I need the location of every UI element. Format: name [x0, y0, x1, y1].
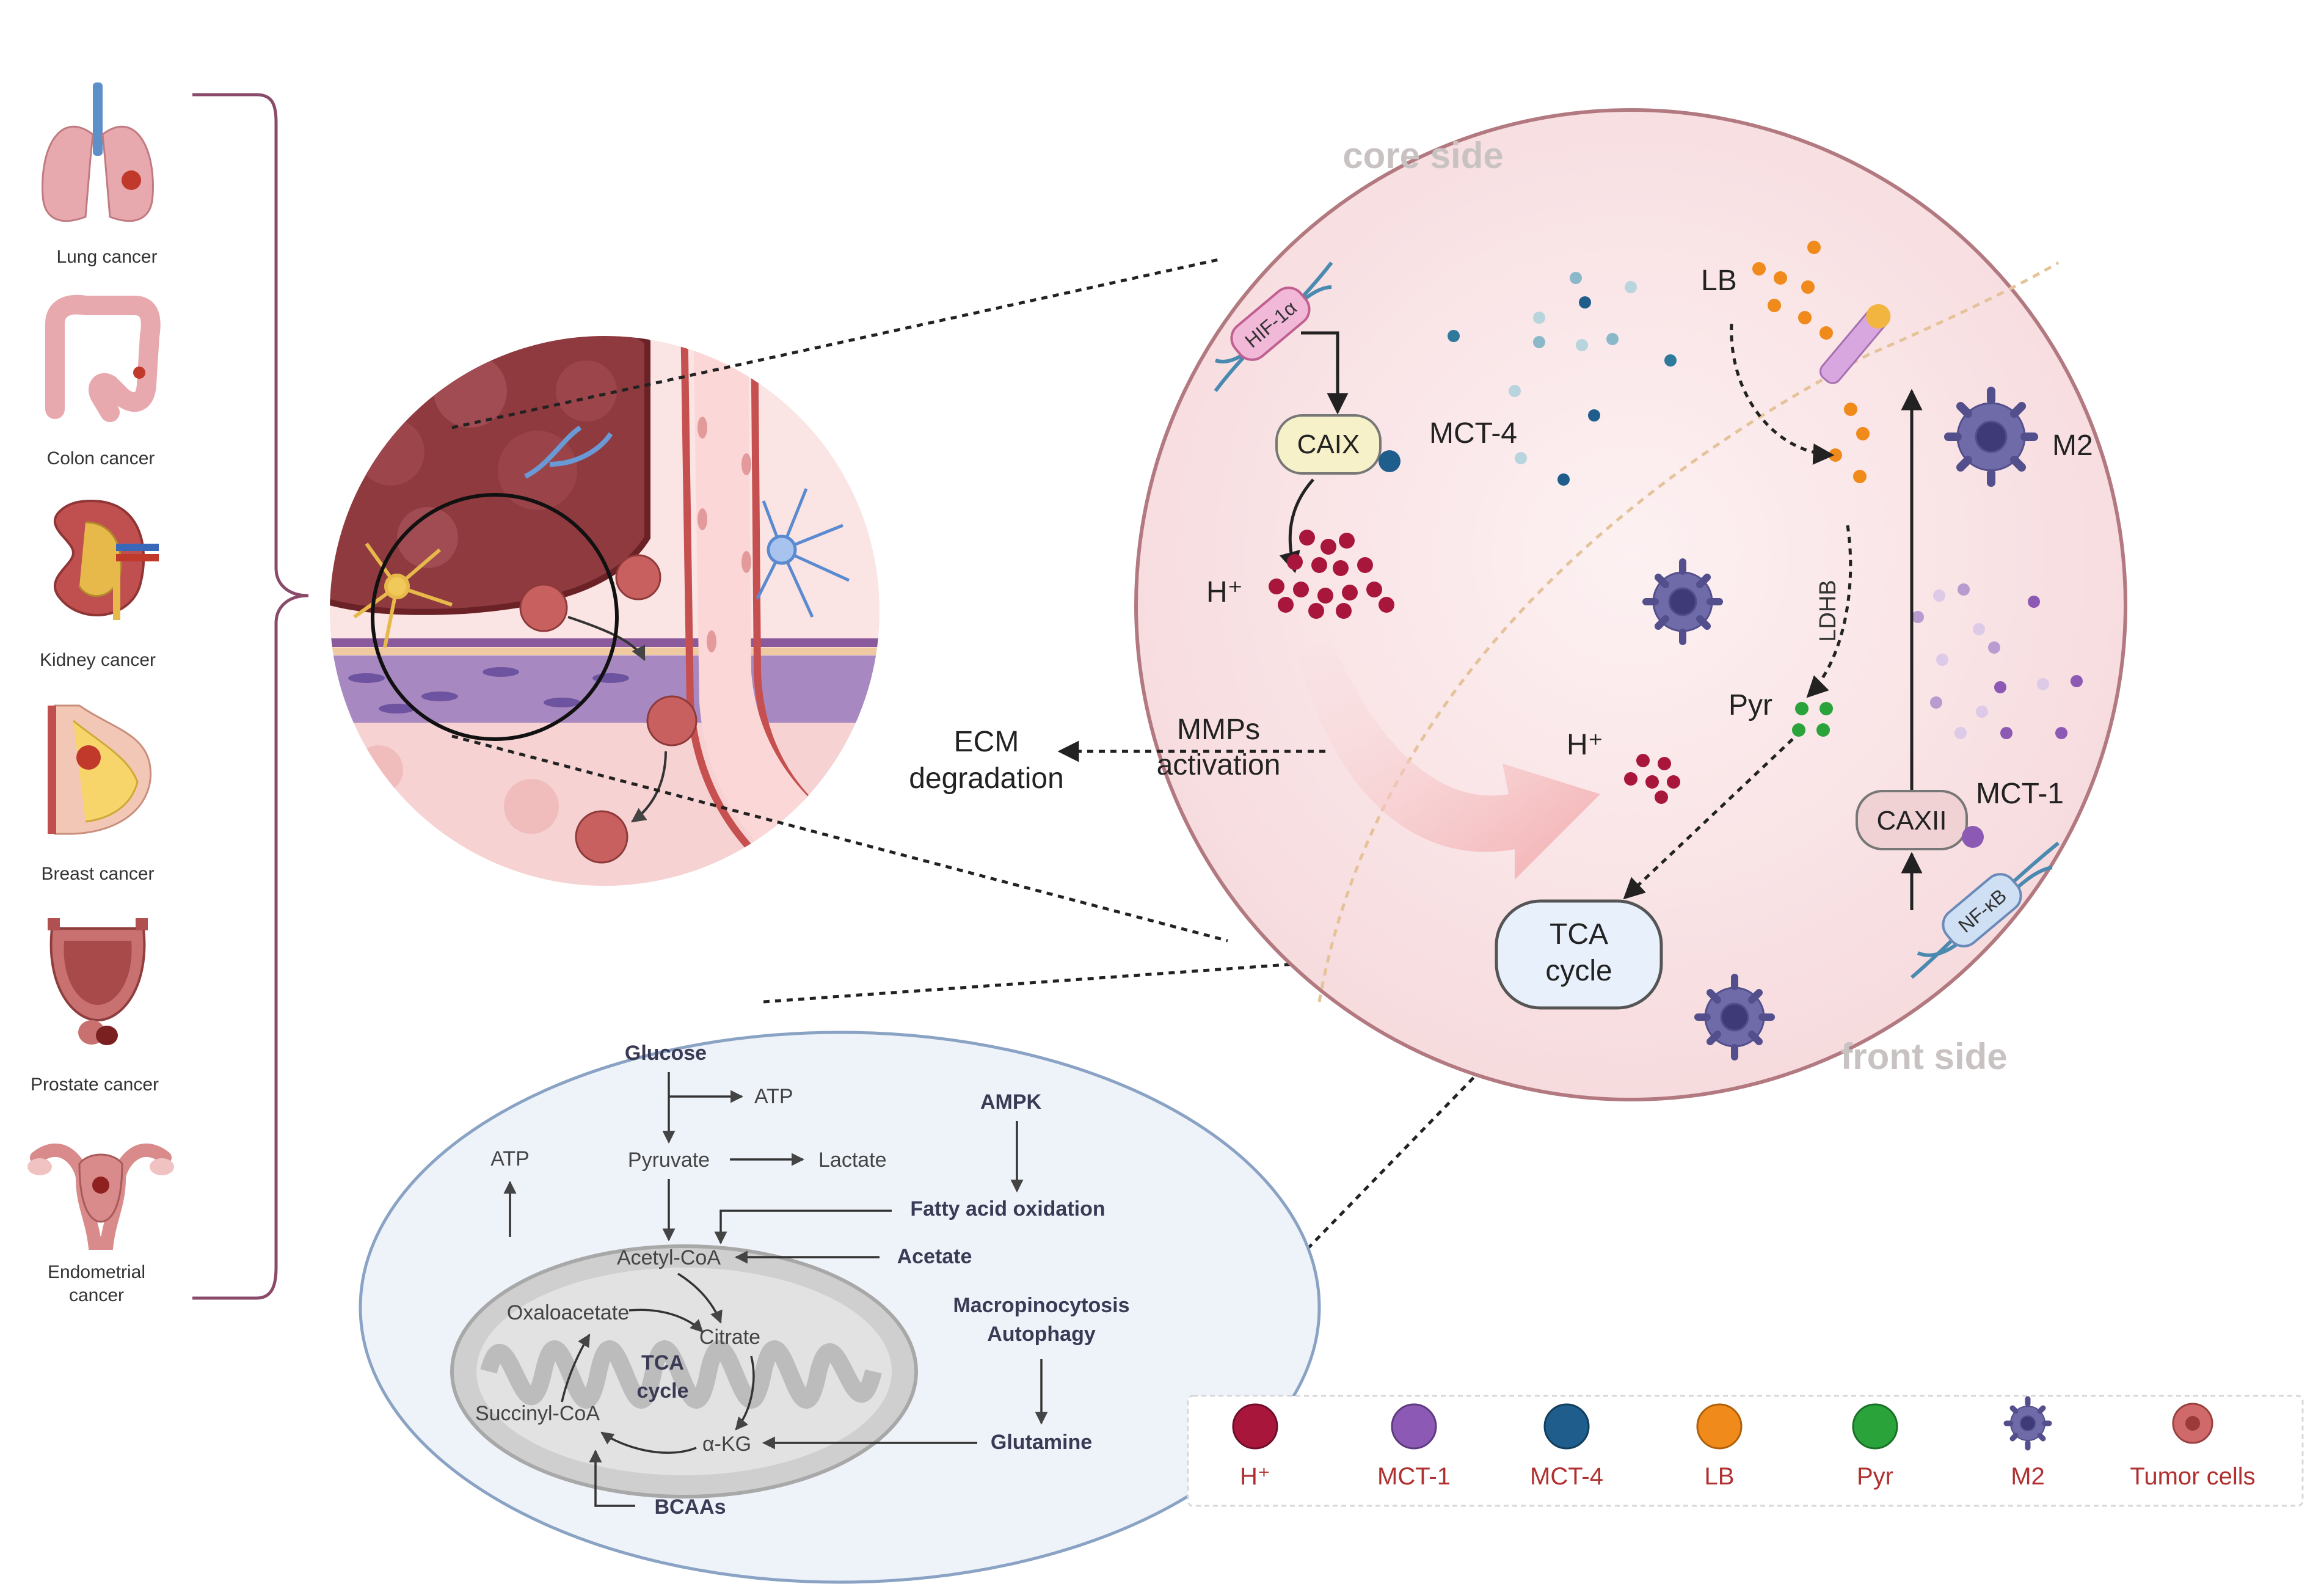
pw-fao: Fatty acid oxidation [910, 1197, 1105, 1221]
caxii-box [1856, 790, 1968, 850]
pw-glucose: Glucose [625, 1042, 707, 1065]
zoom-lens [371, 493, 619, 741]
lb-transporter-icon [1819, 304, 1891, 384]
ecm-label-2: degradation [909, 762, 1064, 795]
h-plus-dot-icon [1232, 1403, 1278, 1450]
pw-akg: α-KG [702, 1433, 751, 1456]
legend-label-mct1: MCT-1 [1377, 1463, 1451, 1490]
pw-lactate: Lactate [818, 1148, 887, 1172]
uterus-icon [27, 1143, 174, 1250]
organ-label-kidney: Kidney cancer [40, 650, 156, 670]
tumor-cell-icon [2172, 1403, 2213, 1444]
mitochondrion-icon [450, 1244, 918, 1498]
mmps-label-2: activation [1157, 749, 1281, 781]
legend-item-mct4: MCT-4 [1530, 1403, 1603, 1490]
h-plus-label: H⁺ [1206, 576, 1243, 608]
legend-label-lb: LB [1705, 1463, 1735, 1490]
kidney-icon [53, 499, 159, 620]
organ-label-endometrial: Endometrial [48, 1262, 145, 1282]
pw-succinyl-coa: Succinyl-CoA [475, 1402, 600, 1425]
organ-bracket [192, 93, 309, 1300]
ldhb-label: LDHB [1815, 580, 1841, 641]
legend-item-h-plus: H⁺ [1232, 1403, 1278, 1490]
pw-acetate: Acetate [897, 1245, 972, 1268]
colon-icon [45, 294, 161, 422]
m2-macrophage-icon-2 [1642, 558, 1723, 645]
mct1-dot-icon [1391, 1403, 1437, 1450]
m2-label: M2 [2052, 429, 2093, 462]
legend-item-lb: LB [1696, 1403, 1743, 1490]
organ-label-endometrial-2: cancer [69, 1285, 124, 1305]
mct4-label: MCT-4 [1429, 417, 1517, 450]
tca-cycle-box [1495, 899, 1663, 1010]
m2-macrophage-icon [2003, 1396, 2052, 1451]
pw-oxaloacetate: Oxaloacetate [507, 1301, 629, 1324]
caix-label: CAIX [1297, 429, 1360, 459]
ecm-label-1: ECM [954, 726, 1019, 758]
lung-icon [42, 82, 154, 222]
legend-item-tumor-cells: Tumor cells [2130, 1403, 2256, 1490]
m2-macrophage-icon-3 [1694, 974, 1775, 1060]
pw-autophagy: Autophagy [987, 1323, 1096, 1346]
metabolic-pathway-panel: Glucose ATP Pyruvate Lactate ATP AMPK Fa… [359, 1031, 1321, 1584]
h-plus-label-2: H⁺ [1567, 729, 1603, 761]
legend-label-h-plus: H⁺ [1240, 1463, 1270, 1490]
mct4-particles [1448, 272, 1677, 486]
mmps-label-1: MMPs [1177, 714, 1260, 746]
legend-item-m2: M2 [2003, 1396, 2052, 1490]
pw-macropinocytosis: Macropinocytosis [953, 1294, 1129, 1317]
organ-column: Lung cancer Colon cancer Kidney cancer B… [27, 82, 174, 1305]
migrating-tumor-cells [519, 554, 698, 864]
lb-particles [1752, 241, 1870, 483]
lb-dot-icon [1696, 1403, 1743, 1450]
pw-atp-left: ATP [490, 1147, 530, 1170]
tumor-microenvironment: core side front side HIF-1α CAIX MCT-4 H… [1134, 108, 2127, 1101]
core-side-label: core side [1342, 135, 1503, 176]
dna-hif-icon: HIF-1α [1214, 261, 1333, 392]
flow-swoosh-arrow [1295, 641, 1600, 880]
organ-label-prostate: Prostate cancer [31, 1075, 159, 1095]
legend-label-tumor-cells: Tumor cells [2130, 1463, 2255, 1490]
pw-atp-top: ATP [754, 1085, 793, 1108]
tissue-cutaway [330, 336, 880, 886]
pw-glutamine: Glutamine [991, 1431, 1092, 1454]
legend: H⁺ MCT-1 MCT-4 LB Pyr M2 [1187, 1395, 2304, 1507]
organ-label-colon: Colon cancer [47, 448, 155, 469]
pyr-dot-icon [1852, 1403, 1898, 1450]
tca-label-2: cycle [1545, 955, 1612, 987]
organ-label-lung: Lung cancer [56, 247, 157, 267]
pw-ampk: AMPK [980, 1090, 1042, 1114]
pw-pyruvate: Pyruvate [628, 1148, 710, 1172]
mct1-label: MCT-1 [1976, 778, 2064, 810]
breast-icon [48, 704, 152, 835]
mct1-particles [1912, 583, 2083, 739]
caxii-label: CAXII [1877, 806, 1947, 836]
pw-bcaas: BCAAs [654, 1495, 726, 1519]
legend-label-m2: M2 [2011, 1463, 2045, 1490]
tca-label-1: TCA [1550, 918, 1608, 951]
front-side-label: front side [1840, 1036, 2007, 1077]
neuron-yellow-icon [353, 542, 453, 648]
mct4-dot-icon [1543, 1403, 1590, 1450]
pw-tca-2: cycle [636, 1379, 688, 1403]
legend-item-pyr: Pyr [1852, 1403, 1898, 1490]
h-plus-particles [1269, 530, 1394, 619]
pw-acetyl-coa: Acetyl-CoA [617, 1246, 721, 1269]
prostate-icon [48, 918, 148, 1045]
m2-macrophage-icon [1944, 387, 2038, 487]
pyr-particles [1792, 702, 1833, 737]
lb-label: LB [1701, 265, 1737, 297]
pw-tca-1: TCA [641, 1351, 684, 1374]
legend-item-mct1: MCT-1 [1377, 1403, 1451, 1490]
pw-citrate: Citrate [699, 1326, 760, 1349]
legend-label-pyr: Pyr [1857, 1463, 1893, 1490]
organ-label-breast: Breast cancer [41, 864, 154, 884]
neuron-blue-icon [756, 488, 850, 618]
pyr-label: Pyr [1728, 689, 1772, 721]
legend-label-mct4: MCT-4 [1530, 1463, 1603, 1490]
caix-box [1275, 414, 1382, 475]
h-plus-particles-2 [1624, 754, 1680, 804]
